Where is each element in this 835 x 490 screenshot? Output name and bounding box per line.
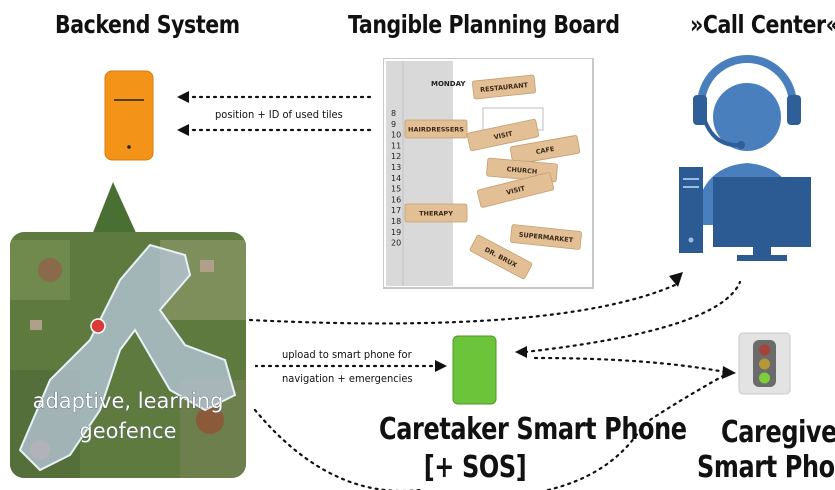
board-hour-label: 12 bbox=[391, 152, 401, 161]
smartphone-icon bbox=[452, 335, 497, 405]
planning-board-title: Tangible Planning Board bbox=[348, 10, 620, 39]
caregiver-to-caretaker-return-line bbox=[648, 370, 732, 422]
map-to-call-center-line bbox=[248, 283, 677, 325]
board-hour-label: 8 bbox=[391, 109, 396, 118]
geofence-label-line2: geofence bbox=[79, 419, 176, 443]
geofence-label-line1: adaptive, learning bbox=[33, 389, 224, 413]
arrowhead-caretaker bbox=[515, 346, 527, 358]
upload-arrow bbox=[255, 360, 447, 372]
arrowhead-call-center bbox=[669, 272, 683, 287]
call-center-title: »Call Center« bbox=[690, 10, 835, 39]
board-tile-background bbox=[509, 135, 581, 165]
board-tile-label: HAIRDRESSERS bbox=[408, 126, 464, 134]
board-hour-label: 19 bbox=[391, 228, 401, 237]
call-center-to-caretaker-line bbox=[523, 280, 742, 354]
map-to-caretaker-bottom-line bbox=[253, 408, 422, 490]
board-tile-label: CHURCH bbox=[506, 165, 537, 176]
board-hour-label: 20 bbox=[391, 239, 401, 248]
board-tile: THERAPY bbox=[404, 203, 468, 223]
caregiver-label-line2: Smart Phone bbox=[697, 450, 835, 485]
board-hour-label: 11 bbox=[391, 141, 401, 150]
call-center-operator-icon bbox=[679, 55, 811, 261]
board-tile: CAFE bbox=[509, 135, 581, 165]
board-tile-label: CAFE bbox=[535, 145, 555, 156]
board-hour-label: 13 bbox=[391, 163, 401, 172]
position-id-label: position + ID of used tiles bbox=[215, 108, 343, 121]
server-icon bbox=[104, 70, 154, 161]
upload-label-line2: navigation + emergencies bbox=[282, 372, 413, 385]
caretaker-to-caregiver-line bbox=[533, 356, 727, 374]
caretaker-bottom-to-caregiver-line bbox=[546, 428, 642, 490]
upload-label-line1: upload to smart phone for bbox=[282, 348, 412, 361]
board-tile-background bbox=[476, 172, 555, 208]
geofence-map: adaptive, learning geofence bbox=[10, 182, 246, 478]
board-tile-background bbox=[404, 203, 468, 223]
arrowhead-caregiver bbox=[722, 366, 736, 379]
board-to-backend-arrows bbox=[177, 91, 372, 136]
board-tile-background bbox=[510, 224, 582, 250]
board-tile-label: THERAPY bbox=[419, 210, 453, 218]
board-hour-label: 15 bbox=[391, 185, 401, 194]
board-tile-label: VISIT bbox=[493, 129, 514, 141]
board-tile: VISIT bbox=[476, 172, 555, 208]
traffic-light-icon bbox=[738, 332, 791, 395]
board-tile-background bbox=[469, 234, 533, 280]
board-tile: SUPERMARKET bbox=[510, 224, 582, 250]
board-tile-background bbox=[466, 118, 540, 152]
board-hour-label: 18 bbox=[391, 217, 401, 226]
board-hour-label: 17 bbox=[391, 206, 401, 215]
board-day-label: MONDAY bbox=[431, 80, 466, 88]
board-tile: RESTAURANT bbox=[472, 74, 536, 100]
board-hour-label: 9 bbox=[391, 120, 396, 129]
board-tile-background bbox=[472, 74, 536, 100]
board-tile-background bbox=[404, 119, 468, 139]
board-tile: HAIRDRESSERS bbox=[404, 119, 468, 139]
board-tile: VISIT bbox=[466, 118, 540, 152]
board-hour-label: 14 bbox=[391, 174, 401, 183]
board-hour-label: 10 bbox=[391, 131, 401, 140]
caretaker-label-line2: [+ SOS] bbox=[423, 450, 527, 485]
board-hour-label: 16 bbox=[391, 195, 401, 204]
backend-system-title: Backend System bbox=[55, 10, 240, 39]
